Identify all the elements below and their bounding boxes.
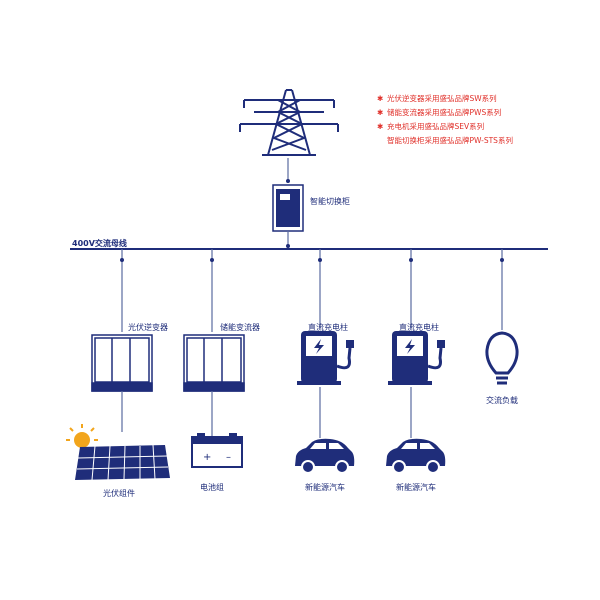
charger-icon [297,331,354,385]
pv-inverter-icon [91,334,153,392]
battery-icon: + – [191,433,243,468]
battery-label: 电池组 [200,482,224,492]
storage-converter-label: 储能变流器 [220,322,260,332]
junction-dot [286,244,290,248]
car-icon [386,438,446,474]
note-item: 智能切换柜采用盛弘品牌PW-STS系列 [387,135,513,145]
storage-converter-icon [183,334,245,392]
switch-cabinet-label: 智能切换柜 [310,196,350,206]
bus-drops [120,249,504,332]
note-star: ✱ [377,122,383,131]
svg-text:–: – [226,452,231,463]
light-bulb-icon [485,331,519,385]
charger-icon [388,331,445,385]
pv-inverter-label: 光伏逆变器 [128,322,168,332]
notes-list: ✱ 光伏逆变器采用盛弘品牌SW系列 ✱ 储能变流器采用盛弘品牌PWS系列 ✱ 充… [377,93,513,145]
ev-1-label: 新能源汽车 [305,482,345,492]
terminal-lines [121,387,412,438]
note-item: 充电机采用盛弘品牌SEV系列 [387,121,484,131]
junction-dot [286,179,290,183]
charger-1-label: 直流充电柱 [308,322,348,332]
sun-icon [66,424,98,448]
note-star: ✱ [377,94,383,103]
note-item: 储能变流器采用盛弘品牌PWS系列 [387,107,501,117]
svg-text:+: + [203,452,211,463]
solar-panel-icon [75,444,170,481]
car-icon [295,438,355,474]
bus-label: 400V交流母线 [72,238,127,248]
transmission-tower-icon [239,89,339,156]
ac-load-label: 交流负载 [486,395,518,405]
switch-cabinet-icon [272,184,304,232]
note-item: 光伏逆变器采用盛弘品牌SW系列 [387,93,497,103]
pv-modules-label: 光伏组件 [103,488,135,498]
note-star: ✱ [377,108,383,117]
charger-2-label: 直流充电柱 [399,322,439,332]
ev-2-label: 新能源汽车 [396,482,436,492]
